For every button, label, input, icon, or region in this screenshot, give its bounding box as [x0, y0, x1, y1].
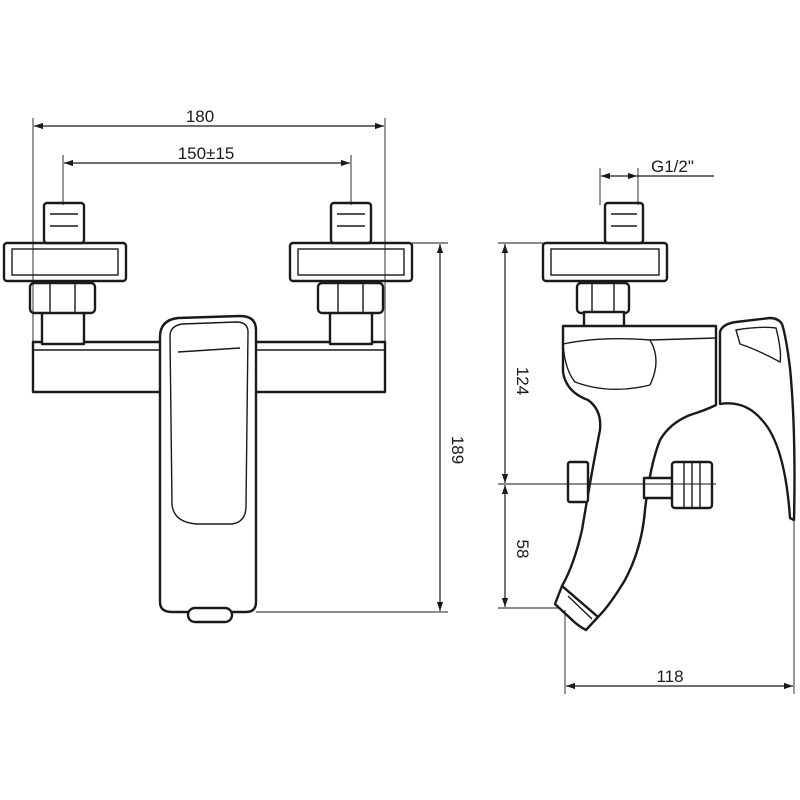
front-dimensions: 180 150±15 189	[32, 107, 467, 613]
label-overall-height: 189	[448, 436, 467, 464]
side-lever-handle	[718, 316, 796, 522]
front-aerator	[186, 606, 234, 624]
right-connector	[329, 201, 373, 245]
label-projection: 118	[656, 667, 683, 686]
side-hex-nut	[575, 281, 631, 315]
label-overall-width: 180	[186, 107, 214, 126]
left-inlet-assembly	[2, 201, 128, 346]
front-view	[2, 201, 414, 624]
label-thread: G1/2"	[651, 157, 694, 176]
label-inlet-spacing: 150±15	[178, 144, 235, 163]
side-flange	[541, 241, 669, 283]
left-hex-nut	[28, 281, 97, 315]
side-view	[541, 201, 796, 632]
label-height-to-top: 124	[513, 367, 532, 395]
side-back-stub	[566, 460, 590, 504]
front-lever-handle	[169, 321, 249, 525]
side-spout-outlet	[553, 584, 600, 632]
side-dimensions: G1/2" 124 58 118	[498, 157, 795, 694]
right-hex-nut	[316, 281, 385, 315]
side-connector	[603, 201, 645, 245]
label-height-to-spout: 58	[513, 540, 532, 559]
right-inlet-assembly	[288, 201, 414, 346]
left-connector	[42, 201, 86, 245]
front-cartridge-body	[158, 314, 258, 614]
side-spout-body	[560, 324, 718, 619]
